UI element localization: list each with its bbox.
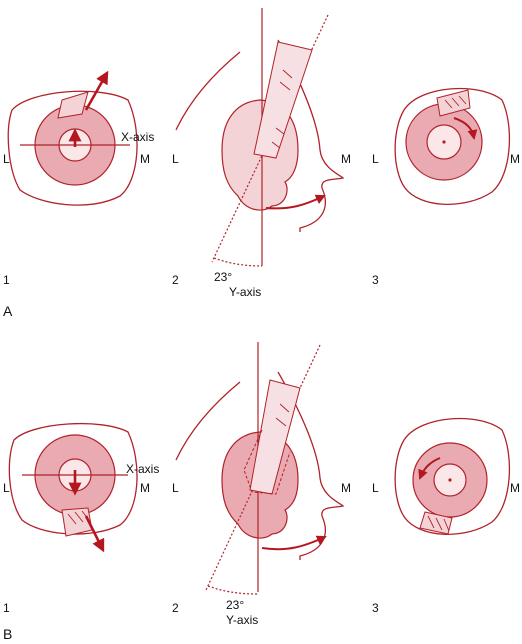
axis-label: Y-axis (226, 613, 258, 627)
panel-number: 2 (172, 273, 179, 287)
side-left-label: L (372, 152, 379, 166)
panel-number: 2 (172, 601, 179, 615)
counterclockwise-arrow (418, 457, 441, 480)
axis-label: X-axis (126, 462, 159, 476)
eyelid-outline (7, 90, 138, 206)
side-right-label: M (510, 481, 520, 495)
center-dot (448, 478, 452, 482)
center-dot (442, 140, 446, 144)
hatch-marks (427, 515, 450, 532)
side-left-label: L (3, 152, 10, 166)
tilt-arrow (84, 70, 109, 111)
hatch-marks (271, 69, 293, 149)
panel-a1: X-axis L M 1 (3, 70, 154, 287)
side-right-label: M (341, 481, 351, 495)
side-left-label: L (172, 481, 179, 495)
rotated-axis (205, 344, 321, 591)
side-left-label: L (3, 481, 10, 495)
panel-number: 3 (372, 601, 379, 615)
side-right-label: M (140, 481, 150, 495)
angle-label: 23° (214, 270, 232, 284)
side-right-label: M (510, 152, 520, 166)
panel-b3: L M 3 (372, 417, 520, 615)
clockwise-arrow (453, 117, 478, 140)
brow-curve (175, 51, 241, 131)
side-right-label: M (341, 152, 351, 166)
hatch-marks (275, 403, 290, 427)
lens-tab (419, 511, 453, 535)
panel-number: 1 (3, 273, 10, 287)
brow-curve (175, 381, 241, 461)
hatch-marks (444, 95, 467, 109)
eyelid-outline (8, 422, 138, 535)
row-label: B (3, 626, 12, 642)
panel-number: 3 (372, 273, 379, 287)
angle-arc (213, 257, 263, 267)
axis-label: X-axis (121, 130, 154, 144)
side-right-label: M (140, 152, 150, 166)
lens-edge-dashed (243, 429, 291, 495)
lens-tab (61, 507, 93, 537)
rotation-arrow (265, 194, 326, 210)
face-profile (277, 371, 345, 560)
rotation-arrow (261, 535, 327, 551)
angle-label: 23° (226, 598, 244, 612)
axis-label: Y-axis (229, 285, 261, 299)
lens-tab (436, 89, 471, 117)
panel-b2: 23° Y-axis L M 2 (172, 342, 351, 627)
face-profile (277, 39, 345, 232)
panel-a2: 23° Y-axis L M 2 (172, 8, 351, 299)
row-label: A (3, 303, 13, 319)
side-left-label: L (372, 481, 379, 495)
row-a: X-axis L M 1 23° Y-axis L M 2 (3, 8, 520, 319)
angle-arc (207, 585, 259, 595)
panel-b1: X-axis L M 1 (3, 422, 159, 615)
eyelid-outline (394, 417, 510, 535)
lens-tab (253, 41, 313, 159)
row-b: X-axis L M 1 23° Y-axis L M 2 (3, 342, 520, 642)
lens-tab (57, 91, 89, 119)
eyelid-outline (394, 87, 510, 205)
panel-number: 1 (3, 601, 10, 615)
side-left-label: L (172, 152, 179, 166)
tilt-arrow (84, 515, 105, 553)
panel-a3: L M 3 (372, 87, 520, 287)
